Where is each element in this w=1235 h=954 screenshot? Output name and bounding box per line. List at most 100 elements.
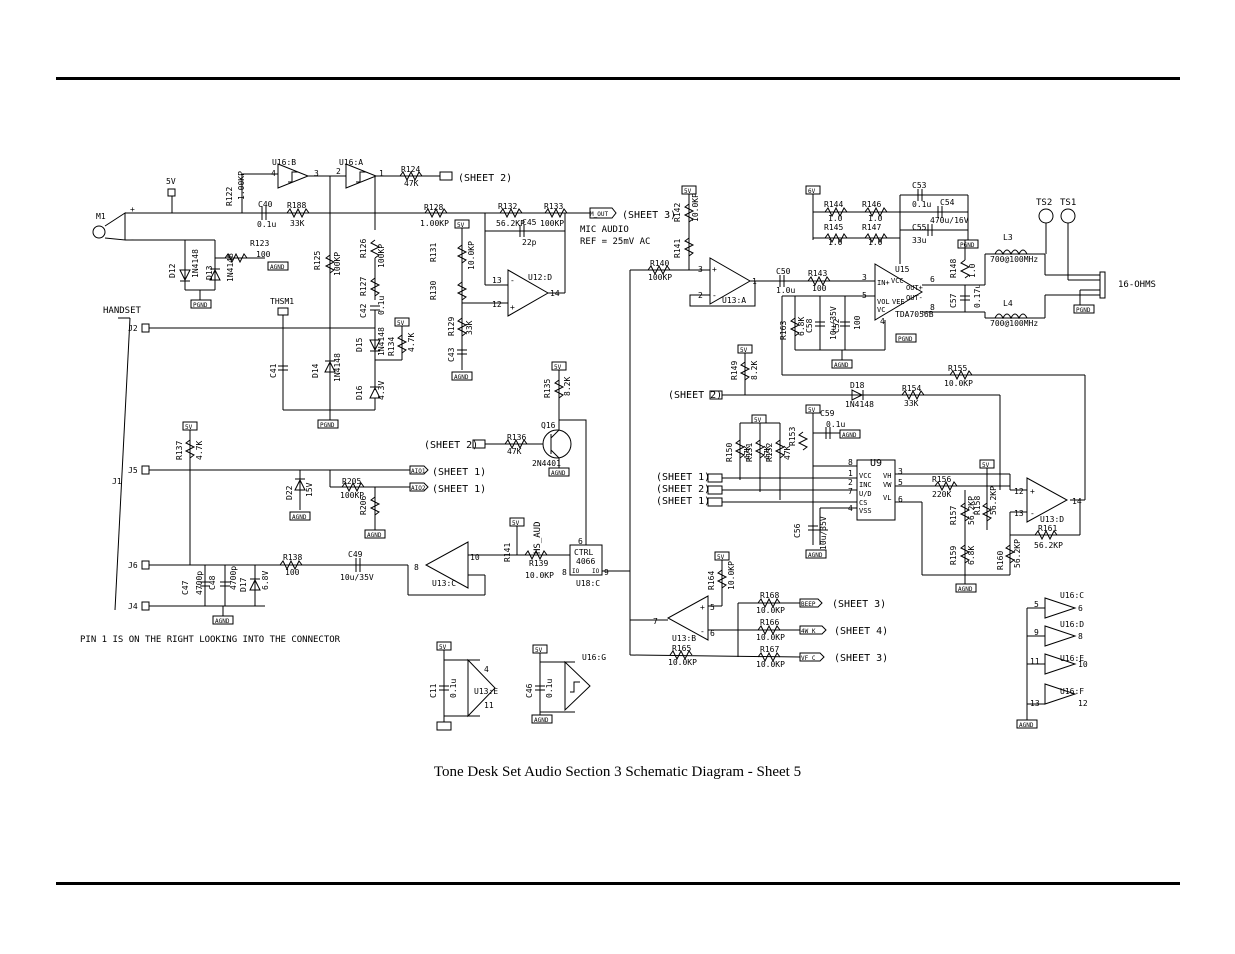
svg-text:8.2K: 8.2K [563,377,572,396]
svg-text:AGND: AGND [270,264,285,271]
svg-text:0.1u: 0.1u [826,420,845,429]
svg-text:R135: R135 [543,379,552,398]
svg-text:AGND: AGND [215,618,230,625]
svg-text:56.2KP: 56.2KP [967,496,976,525]
svg-text:U/D: U/D [859,490,872,498]
svg-text:R123: R123 [250,239,269,248]
svg-text:33K: 33K [904,399,919,408]
svg-text:U16:E: U16:E [1060,654,1084,663]
svg-text:10.0KP: 10.0KP [756,660,785,669]
svg-text:R168: R168 [760,591,779,600]
svg-text:IO: IO [592,568,600,575]
svg-text:1.00KP: 1.00KP [420,219,449,228]
svg-text:R136: R136 [507,433,526,442]
svg-text:AGND: AGND [808,552,823,559]
svg-text:AGND: AGND [958,586,973,593]
svg-text:100KP: 100KP [377,244,386,268]
svg-text:R130: R130 [429,281,438,300]
svg-text:U13:B: U13:B [672,634,696,643]
svg-text:47K: 47K [763,445,772,460]
svg-text:1N4148: 1N4148 [845,400,874,409]
svg-text:PGND: PGND [193,302,208,309]
svg-text:R205: R205 [342,477,361,486]
svg-text:U16:D: U16:D [1060,620,1084,629]
svg-text:C48: C48 [208,575,217,590]
svg-text:L4: L4 [1003,299,1013,308]
svg-text:(SHEET 4): (SHEET 4) [834,626,888,637]
svg-text:AGND: AGND [1019,722,1034,729]
svg-text:VF_C: VF_C [801,655,816,662]
svg-text:5V: 5V [185,424,193,431]
u13a-u15: R140 100KP 5V R142 10.0KP R141 + - 3 2 1… [630,185,1086,501]
svg-text:6: 6 [898,495,903,504]
svg-text:AIO1: AIO1 [411,468,426,475]
svg-text:MIC AUDIO: MIC AUDIO [580,225,629,235]
svg-text:2N4401: 2N4401 [532,459,561,468]
svg-text:R128: R128 [424,203,443,212]
svg-text:PGND: PGND [898,336,913,343]
svg-text:IO: IO [572,568,580,575]
svg-text:47K: 47K [743,445,752,460]
svg-text:0.1u: 0.1u [449,679,458,698]
svg-text:5V: 5V [684,188,692,195]
svg-text:R160: R160 [996,551,1005,570]
svg-text:R158: R158 [973,496,982,515]
svg-text:700@100MHz: 700@100MHz [990,319,1038,328]
svg-text:C42: C42 [359,303,368,318]
svg-text:6: 6 [710,629,715,638]
svg-text:5: 5 [1034,600,1039,609]
svg-text:HANDSET: HANDSET [103,306,142,316]
svg-text:4: 4 [271,169,276,178]
svg-text:-: - [130,235,135,244]
svg-text:5V: 5V [535,647,543,654]
u12d-opamp: R128 1.00KP R132 56.2KP C45 22p R133 100… [420,202,676,381]
svg-text:THSM1: THSM1 [270,297,294,306]
svg-text:5V: 5V [754,417,762,424]
svg-text:1.0: 1.0 [868,238,883,247]
svg-text:C49: C49 [348,550,363,559]
svg-text:J1: J1 [112,477,122,486]
svg-text:33K: 33K [290,219,305,228]
svg-text:10.0KP: 10.0KP [467,241,476,270]
svg-text:PGND: PGND [320,422,335,429]
svg-text:1.0: 1.0 [868,214,883,223]
svg-text:VC: VC [877,306,885,314]
svg-text:R165: R165 [672,644,691,653]
svg-text:47K: 47K [507,447,522,456]
svg-text:56.2KP: 56.2KP [989,486,998,515]
svg-text:J6: J6 [128,561,138,570]
svg-text:R141: R141 [503,543,512,562]
svg-text:R142: R142 [673,203,682,222]
svg-text:R137: R137 [175,441,184,460]
svg-text:VW: VW [883,481,892,489]
svg-text:R166: R166 [760,618,779,627]
svg-text:47K: 47K [404,179,419,188]
svg-text:22p: 22p [522,238,537,247]
svg-text:1N4148: 1N4148 [226,253,235,282]
svg-text:C52: C52 [832,318,841,333]
svg-text:U18:C: U18:C [576,579,600,588]
svg-text:5V: 5V [982,462,990,469]
svg-text:R126: R126 [359,239,368,258]
svg-text:5V: 5V [740,347,748,354]
svg-text:VL: VL [883,494,891,502]
svg-text:R164: R164 [707,571,716,590]
svg-text:R141: R141 [673,239,682,258]
svg-text:3: 3 [698,265,703,274]
svg-text:3: 3 [862,273,867,282]
svg-text:5V: 5V [554,364,562,371]
svg-text:12: 12 [1078,699,1088,708]
bottom-rule [56,882,1180,885]
svg-text:3: 3 [314,169,319,178]
svg-text:0.1u: 0.1u [377,296,386,315]
svg-text:700@100MHz: 700@100MHz [990,255,1038,264]
svg-text:4.7K: 4.7K [195,441,204,460]
svg-text:INC: INC [859,481,872,489]
svg-text:VEE: VEE [892,298,905,306]
svg-text:R129: R129 [447,317,456,336]
svg-text:+: + [510,303,515,312]
svg-text:1N4148: 1N4148 [377,327,386,356]
svg-text:PGND: PGND [960,242,975,249]
svg-text:U13:C: U13:C [432,579,456,588]
svg-text:5V: 5V [512,520,520,527]
